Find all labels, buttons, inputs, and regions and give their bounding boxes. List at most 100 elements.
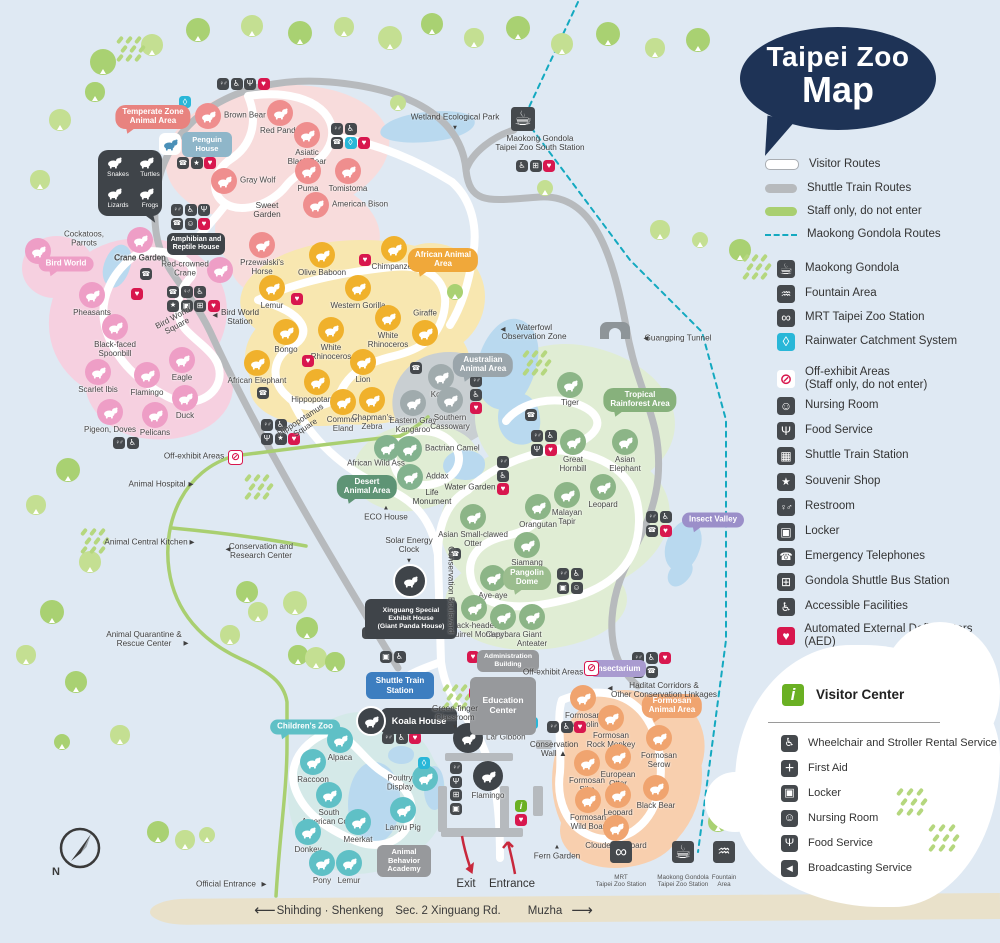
great-hornbill-label: Great Hornbill (559, 455, 587, 473)
plaza-structure (533, 786, 543, 816)
restroom-icon: ♀♂ (450, 762, 462, 774)
brown-bear-marker (195, 103, 221, 129)
crane-garden-poi: Crane Garden (114, 253, 166, 263)
broadcast-icon-holder: ◀ (781, 860, 798, 877)
firstaid-icon: + (781, 760, 798, 777)
children-s-zoo-area-label: Children's Zoo (270, 719, 340, 741)
maokong-legend-label: Maokong Gondola (805, 262, 899, 275)
aed-icon: ♥ (574, 721, 586, 733)
guangping-tunnel-poi: Guangping Tunnel (644, 333, 712, 343)
maokong-gondola-taipei-zoo-south-station-poi: Maokong Gondola Taipei Zoo South Station (495, 133, 585, 152)
locker-label: Locker (808, 787, 842, 800)
tree (650, 220, 670, 240)
chapman-s-zebra-label: Chapman's Zebra (351, 413, 393, 431)
clouded-leopard-marker (603, 815, 629, 841)
tree (26, 495, 46, 515)
tree (236, 581, 258, 603)
restroom-legend-row: ♀♂Restroom (777, 498, 855, 516)
pheasants-label: Pheasants (73, 308, 111, 317)
food-icon: Ψ (261, 432, 273, 445)
emergency-icon: ☎ (777, 548, 795, 566)
plaza-structure (536, 740, 552, 749)
maokong-legend-icon-holder: ☕ (777, 260, 795, 278)
pelicans-label: Pelicans (139, 428, 171, 437)
tree (334, 17, 354, 37)
tree (175, 830, 195, 850)
tree (56, 458, 80, 482)
off-legend-icon-holder: ⊘ (777, 370, 795, 389)
desert-animal-area-area-label: Desert Animal Area (336, 475, 398, 506)
aed-icon: ♥ (359, 254, 371, 266)
restroom-icon: ♀♂ (113, 437, 125, 449)
visitor-route-path (211, 90, 337, 212)
maokong-gondola-route-label: Maokong Gondola Routes (807, 228, 941, 240)
poi-arrow: ▼ (451, 723, 459, 731)
emergency-legend-label: Emergency Telephones (805, 550, 925, 563)
off-icon: ⊘ (777, 370, 795, 389)
wheelchair-and-stroller-rental-service-label: Wheelchair and Stroller Rental Service (808, 737, 997, 750)
tree (220, 625, 240, 645)
african-animal-area-area-label: African Animal Area (407, 248, 479, 279)
plaza-structure (445, 753, 513, 761)
accessible-legend-row: ♿Accessible Facilities (777, 598, 908, 616)
aed-icon: ♥ (288, 432, 300, 445)
giraffe-label: Giraffe (413, 308, 437, 318)
poi-arrow: ◀ (643, 335, 649, 342)
road-label-muzha: Muzha (527, 905, 563, 917)
wetland-ecological-park-poi: Wetland Ecological Park (410, 112, 500, 122)
solar-energy-clock-poi: Solar Energy Clock (385, 535, 433, 554)
fern-garden-poi: Fern Garden (533, 851, 581, 861)
tree (536, 179, 554, 197)
accessible-icon: ♿ (395, 732, 408, 744)
red-crowned-crane-label: Red-crowned Crane (161, 259, 209, 277)
snakes-label: Snakes (107, 171, 129, 178)
nursing-legend-label: Nursing Room (805, 399, 879, 412)
gray-wolf-marker (211, 168, 237, 194)
chimpanzee-label: Chimpanzee (371, 262, 417, 271)
restroom-icon: ♀♂ (646, 511, 658, 523)
asian-elephant-label: Asian Elephant (609, 455, 641, 473)
visitor-center-card-bump (880, 622, 1000, 762)
turtles-label: Turtles (140, 171, 160, 178)
train-legend-icon-holder: ▦ (777, 447, 795, 465)
sweet-garden-poi: Sweet Garden (253, 200, 281, 219)
poi-arrow: ▶ (189, 539, 195, 546)
tree (296, 617, 318, 639)
white-rhinoceros-label: White Rhinoceros (367, 331, 409, 349)
pony-marker (309, 850, 335, 876)
formosan-pangolin-marker (570, 685, 596, 711)
official-entrance-poi: Official Entrance (196, 879, 256, 889)
addax-label: Addax (426, 471, 449, 481)
lion-marker (350, 349, 376, 375)
bus-icon: ⊞ (529, 160, 542, 172)
tree (16, 645, 36, 665)
locker-icon: ▣ (777, 523, 795, 541)
asiatic-black-bear-label: Asiatic Black Bear (287, 148, 327, 166)
bus-legend-label: Gondola Shuttle Bus Station (805, 575, 950, 588)
tree (283, 591, 307, 615)
eco-house-poi: ECO House (364, 512, 408, 522)
duck-label: Duck (175, 411, 195, 420)
accessible-icon: ♿ (560, 721, 573, 733)
maokong-legend-row: ☕ Maokong Gondola (777, 260, 899, 278)
pigeon-doves-label: Pigeon, Doves (83, 425, 137, 434)
nursing-icon: ☺ (781, 810, 798, 827)
souvenir-icon: ★ (190, 157, 203, 169)
chapman-s-zebra-marker (359, 387, 385, 413)
rainwater-icon: ◊ (418, 757, 430, 769)
locker-icon: ▣ (781, 785, 798, 802)
black-headed-squirrel-monkey-label: Black-headed Squirrel Monkey (445, 621, 503, 639)
accessible-icon: ♿ (645, 652, 658, 664)
african-elephant-label: African Elephant (227, 376, 287, 385)
aed-icon: ♥ (515, 813, 527, 826)
nursing-legend-row: ☺Nursing Room (777, 397, 879, 415)
tree (40, 600, 64, 624)
locker-icon: ▣ (557, 581, 569, 594)
flamingo-marker (473, 761, 503, 791)
capybara-label: Capybara (485, 630, 521, 639)
american-bison-label: American Bison (332, 199, 389, 209)
emergency-legend-row: ☎ Emergency Telephones (777, 548, 925, 566)
southern-cassowary-marker (437, 387, 463, 413)
